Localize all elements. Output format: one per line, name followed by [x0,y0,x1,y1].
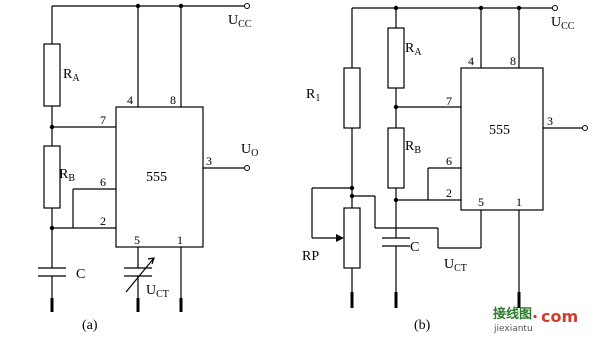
pin5-a: 5 [134,233,140,247]
pin1-a: 1 [177,233,183,247]
ra-label-a: RA [63,67,80,84]
pin7-b: 7 [446,94,452,108]
pin2-a: 2 [100,214,106,228]
watermark-cn: 接线图 [493,306,532,322]
watermark-com: com [541,307,578,326]
pin2-b: 2 [446,186,452,200]
variable-arrow-a [125,257,155,293]
wiper-arrow-b [336,234,344,242]
r1-label-b: R1 [306,87,320,104]
ic-555-a [115,106,204,248]
pin7-a: 7 [100,113,106,127]
vcc-terminal-b [552,5,558,11]
c-label-a: C [76,267,85,282]
watermark-dot: . [532,303,538,322]
c-label-b: C [410,240,419,255]
pin4-b: 4 [468,54,474,68]
pin3-a: 3 [206,154,212,168]
output-terminal-b [582,125,588,131]
uo-label-a: UO [241,142,258,159]
pin8-a: 8 [170,93,176,107]
pin6-a: 6 [100,175,106,189]
pin1-b: 1 [516,195,522,209]
diagram-a: 555 UCC UO RA RB C UCT 4 8 7 3 6 2 5 1 [38,3,258,333]
rp-label-b: RP [302,249,319,264]
resistor-ra-a [43,43,61,107]
potentiometer-rp-b [343,207,361,269]
pin3-b: 3 [547,114,553,128]
pin8-b: 8 [510,54,516,68]
pin5-b: 5 [478,195,484,209]
uct-label-b: UCT [444,257,467,274]
pin6-b: 6 [446,154,452,168]
ic-label-b: 555 [489,123,510,138]
watermark-sub: jiexiantu [493,324,533,334]
resistor-r1-b [343,67,361,129]
output-terminal-a [244,165,250,171]
site-watermark: 接线图 . com jiexiantu [493,303,578,334]
ic-555-b [460,67,544,211]
resistor-rb-b [387,127,405,189]
ic-label-a: 555 [146,170,167,185]
caption-a: (a) [82,318,98,333]
uct-label-a: UCT [146,283,169,300]
vcc-label-a: UCC [228,13,252,30]
vcc-terminal-a [244,3,250,9]
diagram-b: 555 UCC R1 RA RB RP C UCT 4 8 7 3 6 2 5 … [302,5,588,333]
caption-b: (b) [414,318,431,333]
vcc-label-b: UCC [551,15,575,32]
resistor-ra-b [387,27,405,89]
rb-label-a: RB [59,167,75,184]
rb-label-b: RB [405,139,421,156]
ra-label-b: RA [405,41,422,58]
pin4-a: 4 [127,93,133,107]
resistor-rb-a [43,145,61,209]
